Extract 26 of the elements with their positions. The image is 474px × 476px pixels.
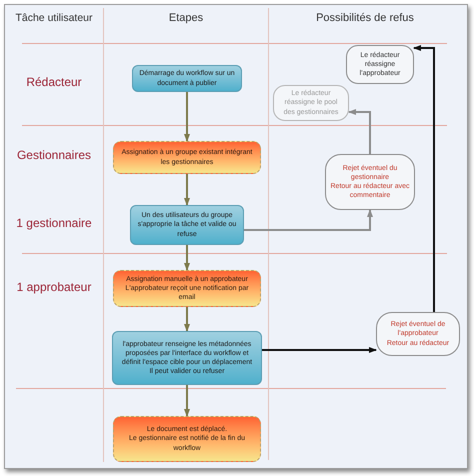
column-header: Tâche utilisateur xyxy=(14,12,94,26)
arrow xyxy=(413,45,435,312)
row-label: 1 approbateur xyxy=(16,280,92,295)
note-box xyxy=(376,312,460,356)
arrow xyxy=(184,174,190,206)
row-label: 1 gestionnaire xyxy=(15,216,93,231)
arrow xyxy=(184,92,190,142)
arrow xyxy=(244,209,373,231)
row-label: Gestionnaires xyxy=(16,148,92,163)
process-box xyxy=(113,141,261,174)
arrow xyxy=(348,109,371,154)
note-box xyxy=(346,45,414,84)
process-box xyxy=(113,270,261,307)
process-box xyxy=(132,65,242,92)
arrow xyxy=(262,347,377,353)
arrow xyxy=(184,245,190,271)
process-box xyxy=(113,416,261,462)
process-box xyxy=(130,205,244,245)
arrow xyxy=(184,385,190,417)
column-header: Possibilités de refus xyxy=(315,12,415,26)
arrow xyxy=(184,307,190,332)
row-label: Rédacteur xyxy=(25,75,83,90)
note-box xyxy=(325,154,415,210)
note-box xyxy=(273,85,349,121)
column-header: Etapes xyxy=(168,12,204,26)
process-box xyxy=(112,331,262,385)
